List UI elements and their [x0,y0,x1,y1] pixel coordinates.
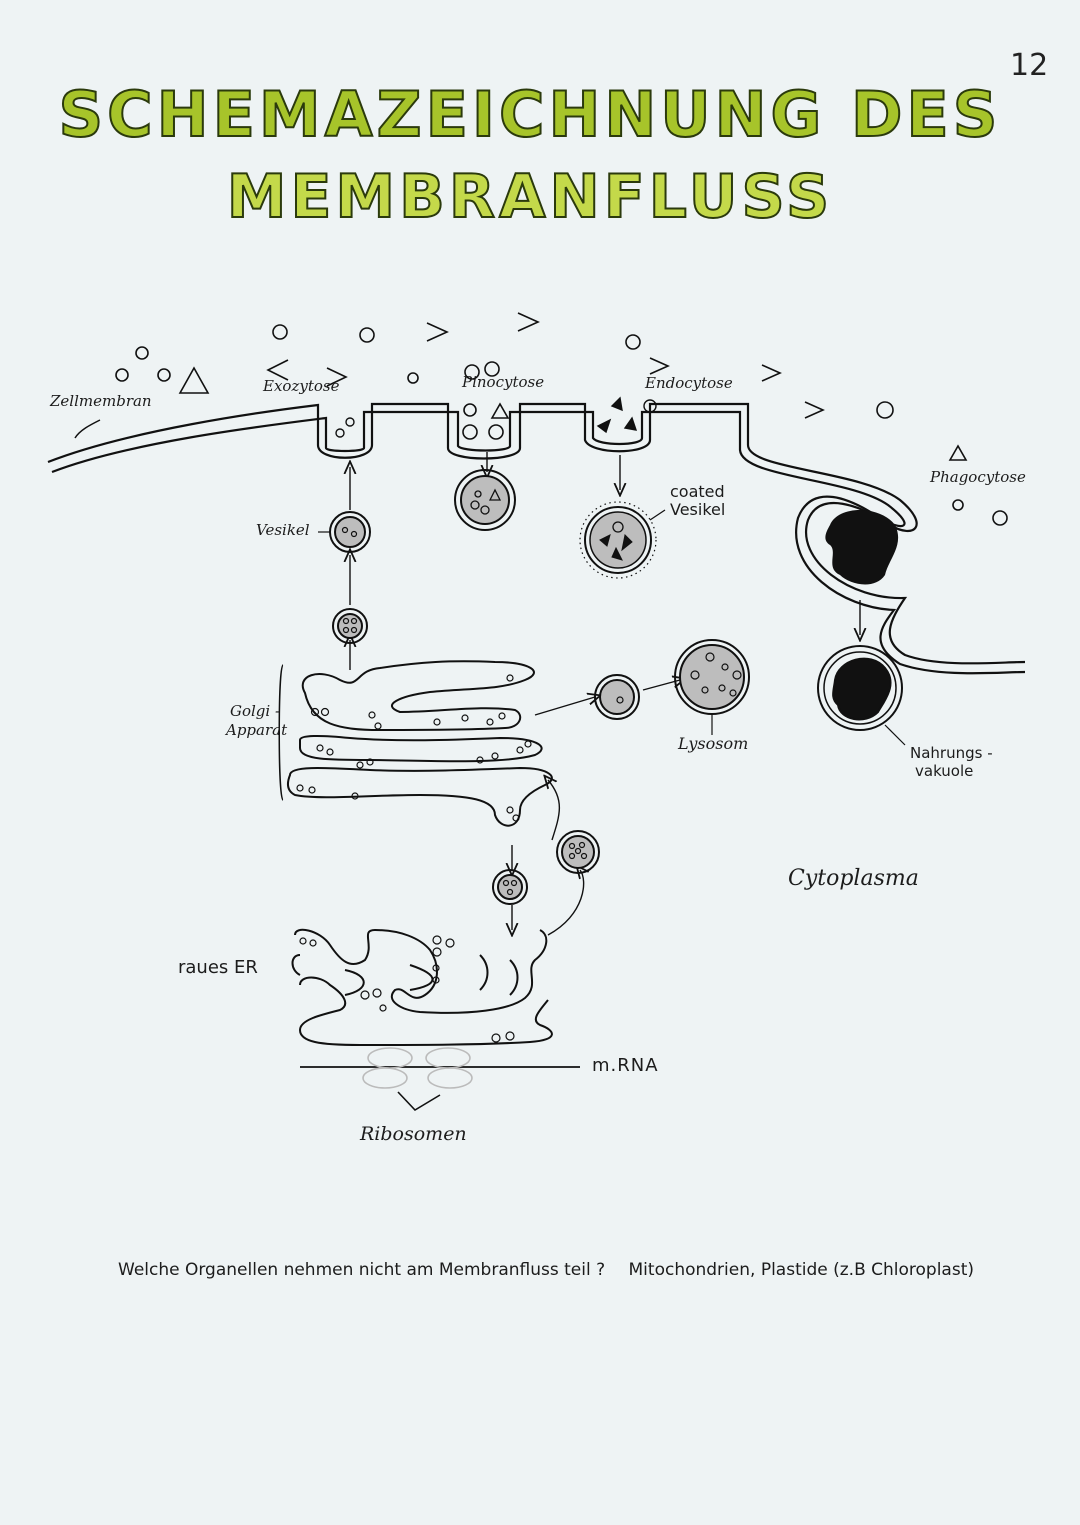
page-number: 12 [1010,48,1049,83]
label-cytoplasma: Cytoplasma [788,866,919,891]
golgi-apparatus [278,660,553,827]
secretory-vesicles [318,511,371,644]
er-transport-vesicle [492,830,600,905]
endocytosis-pit-particles [596,396,657,434]
extracellular-particles [115,312,1008,526]
label-exozytose: Exozytose [263,377,340,395]
food-vacuole [817,645,906,746]
label-raues-er: raues ER [178,957,258,978]
rough-er [291,928,553,1047]
pinocytotic-vesicle [454,469,516,531]
label-lysosom: Lysosom [678,734,749,753]
flow-arrows [350,452,860,935]
label-apparat: Apparat [226,721,288,739]
question-text: Welche Organellen nehmen nicht am Membra… [118,1260,606,1280]
lysosome [674,639,750,735]
label-endocytose: Endocytose [645,374,733,392]
label-nahrungs: Nahrungs - [910,744,993,762]
phagocytosis-food-particle [825,510,899,585]
cell-membrane [47,402,1026,675]
mrna-strand [300,1047,580,1089]
label-golgi: Golgi - [230,702,281,720]
exocytosis-pit-particles [335,417,355,438]
golgi-vesicle [594,674,640,720]
title-line-2: MEMBRANFLUSS [226,161,834,233]
label-vakuole: vakuole [915,762,974,780]
pinocytosis-pit-particles [462,402,510,440]
ribosome-pointer [397,1091,441,1112]
label-coated-vesikel: Vesikel [670,500,726,519]
label-ribosomen: Ribosomen [360,1123,467,1145]
question-answer: Mitochondrien, Plastide (z.B Chloroplast… [628,1260,975,1280]
question-line: Welche Organellen nehmen nicht am Membra… [118,1260,1018,1280]
label-mrna: m.RNA [592,1055,659,1076]
coated-vesicle [579,501,666,579]
label-vesikel: Vesikel [256,521,310,539]
title-line-1: SCHEMAZEICHNUNG DES [58,77,1002,152]
label-coated: coated [670,482,725,501]
label-phagocytose: Phagocytose [930,468,1026,486]
label-zellmembran: Zellmembran [50,392,152,410]
label-pinocytose: Pinocytose [462,373,545,391]
